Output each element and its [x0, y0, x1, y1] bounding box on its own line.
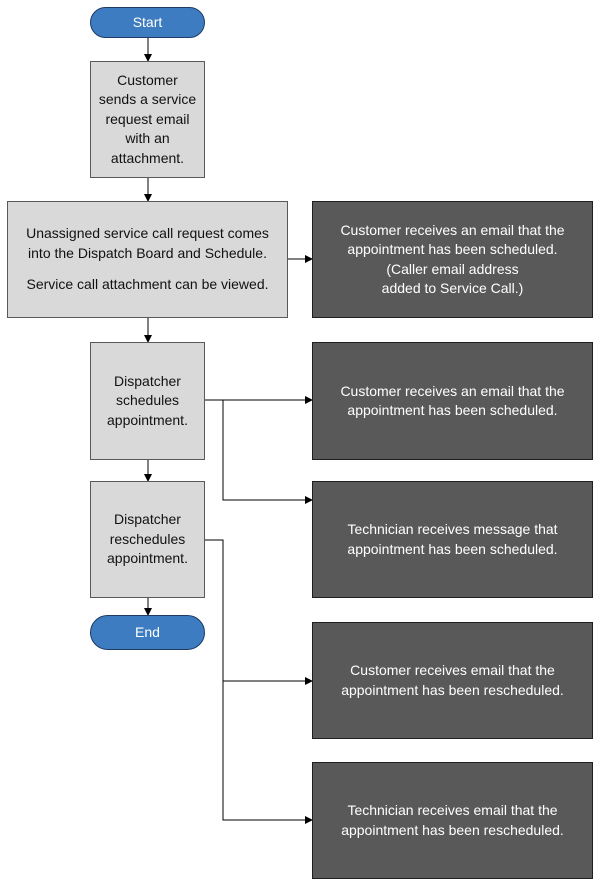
- step-dispatcher-schedules: Dispatcher schedules appointment.: [90, 342, 205, 460]
- step-customer-sends-email: Customer sends a service request email w…: [90, 61, 205, 178]
- arrow-step4-to-notice4: [205, 539, 313, 685]
- step-unassigned-request: Unassigned service call request comes in…: [7, 201, 288, 318]
- step1-line: attachment.: [110, 149, 185, 166]
- notice-technician-rescheduled: Technician receives email that the appoi…: [312, 762, 593, 879]
- start-label: Start: [132, 13, 163, 30]
- notice-customer-scheduled: Customer receives an email that the appo…: [312, 342, 593, 460]
- notice1-line: added to Service Call.): [381, 280, 524, 296]
- arrow-step3-to-notice3: [222, 400, 313, 504]
- notice3-line: appointment has been scheduled.: [347, 540, 558, 557]
- step4-line: Dispatcher: [114, 511, 181, 528]
- step1-line: with an: [125, 130, 170, 147]
- notice5-line: Technician receives email that the: [347, 802, 558, 818]
- notice-technician-scheduled: Technician receives message that appoint…: [312, 481, 593, 598]
- notice5-line: appointment has been rescheduled.: [341, 821, 564, 838]
- start-terminal: Start: [90, 7, 205, 38]
- notice4-line: Customer receives email that the: [350, 662, 555, 678]
- step4-line: appointment.: [107, 550, 188, 567]
- notice2-line: Customer receives an email that the: [340, 382, 565, 399]
- step-dispatcher-reschedules: Dispatcher reschedules appointment.: [90, 481, 205, 598]
- step1-line: sends a service: [98, 91, 197, 108]
- step3-line: appointment.: [107, 411, 188, 428]
- notice1-line: appointment has been scheduled.: [347, 241, 558, 257]
- step2-line: into the Dispatch Board and Schedule.: [28, 244, 267, 261]
- step2-note: Service call attachment can be viewed.: [26, 276, 269, 293]
- step3-line: schedules: [115, 392, 180, 409]
- notice-customer-rescheduled: Customer receives email that the appoint…: [312, 622, 593, 739]
- step2-line: Unassigned service call request comes: [26, 225, 269, 242]
- notice3-line: Technician receives message that: [347, 521, 558, 537]
- step4-line: reschedules: [109, 530, 186, 547]
- step1-line: Customer: [117, 71, 178, 88]
- step1-line: request email: [105, 110, 190, 127]
- notice2-line: appointment has been scheduled.: [347, 402, 558, 418]
- step3-line: Dispatcher: [114, 372, 181, 389]
- notice4-line: appointment has been rescheduled.: [341, 681, 564, 698]
- arrow-step4-to-notice5: [222, 681, 313, 824]
- notice-customer-scheduled-caller: Customer receives an email that the appo…: [312, 201, 593, 318]
- notice1-line: Customer receives an email that the: [340, 221, 565, 238]
- end-label: End: [135, 623, 160, 640]
- notice1-line: (Caller email address: [386, 260, 519, 277]
- end-terminal: End: [90, 615, 205, 650]
